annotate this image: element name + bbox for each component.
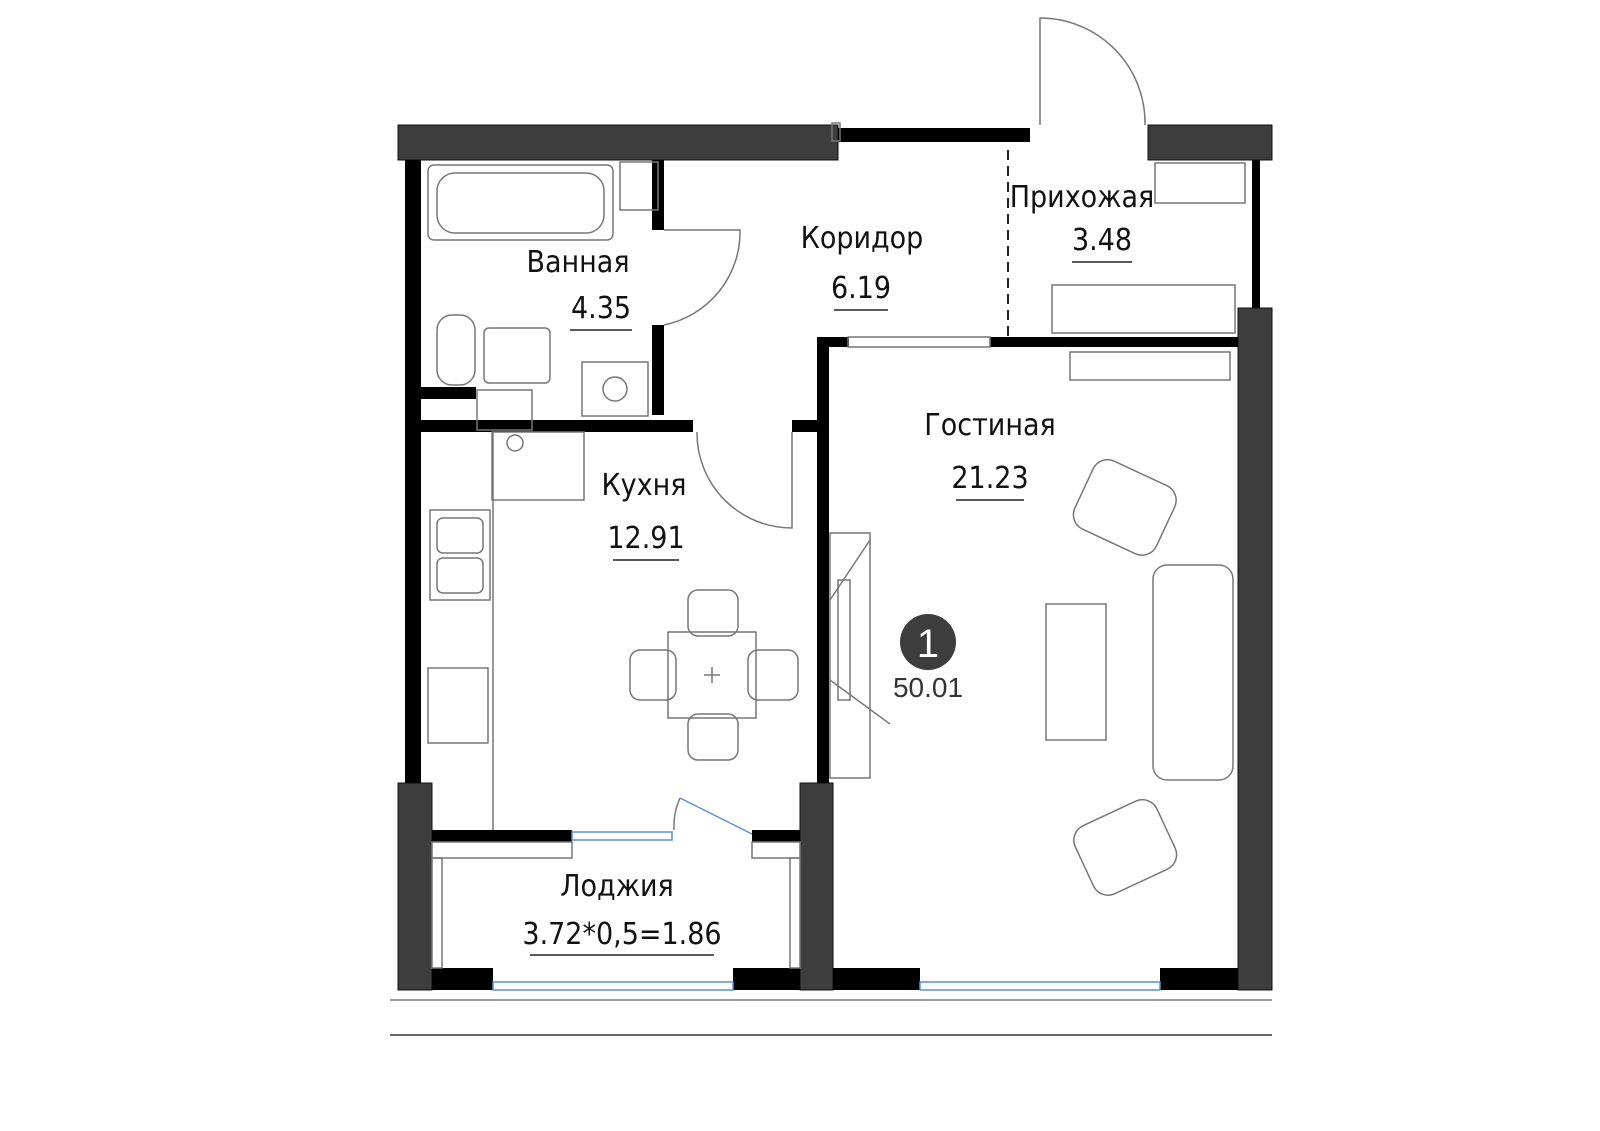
interior-walls (421, 150, 1238, 842)
apartment-number: 1 (917, 622, 939, 666)
toilet-icon (436, 314, 476, 386)
tv-cabinet-icon (829, 532, 871, 779)
sink-icon (476, 389, 533, 431)
oven-icon (427, 667, 489, 744)
room-bathroom: Ванная 4.35 (526, 245, 632, 331)
loggia-walls (431, 841, 801, 969)
room-name: Гостиная (924, 408, 1055, 443)
room-name: Прихожая (1010, 180, 1155, 215)
room-name: Коридор (801, 221, 924, 256)
room-name: Ванная (526, 245, 629, 280)
radiator-icon (1069, 351, 1231, 381)
room-area: 4.35 (571, 291, 631, 326)
kitchen-sink-icon (429, 509, 491, 601)
sofa-icon (1152, 564, 1234, 781)
room-area: 3.48 (1072, 223, 1132, 258)
room-area: 3.72*0,5=1.86 (522, 917, 721, 952)
shoe-rack-icon (1154, 162, 1246, 204)
furniture (427, 122, 1246, 896)
rug-icon (1045, 603, 1107, 741)
room-area: 6.19 (831, 271, 891, 306)
room-name: Лоджия (560, 869, 674, 904)
bathtub-icon (427, 164, 614, 241)
room-living-room: Гостиная 21.23 (924, 408, 1056, 501)
windows (390, 797, 1272, 1036)
room-hallway: Прихожая 3.48 (1010, 180, 1155, 263)
coat-rack-icon (1051, 284, 1236, 334)
room-corridor: Коридор 6.19 (801, 221, 924, 311)
room-loggia: Лоджия 3.72*0,5=1.86 (522, 869, 722, 956)
sink-icon (483, 327, 551, 384)
dining-table-icon (667, 631, 757, 719)
doors (663, 17, 1146, 831)
washing-machine-icon (619, 161, 659, 211)
room-area: 12.91 (607, 521, 684, 556)
armchair-icon (1073, 798, 1178, 896)
room-area: 21.23 (951, 461, 1028, 496)
room-kitchen: Кухня 12.91 (602, 468, 687, 561)
room-name: Кухня (602, 468, 687, 503)
exterior-walls (397, 124, 1273, 991)
stove-icon (491, 431, 585, 501)
boiler-icon (581, 361, 649, 417)
total-area: 50.01 (893, 672, 963, 703)
apartment-badge: 1 50.01 (893, 614, 963, 703)
armchair-icon (1072, 458, 1177, 556)
